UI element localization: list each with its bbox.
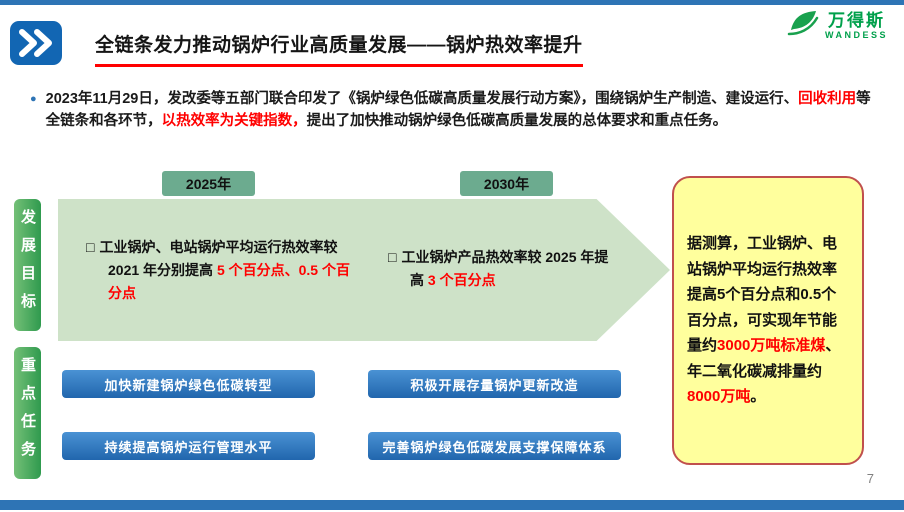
fast-forward-icon	[19, 29, 52, 57]
wandess-leaf-icon	[786, 8, 820, 43]
note-seg-5: 。	[750, 388, 766, 406]
goal-highlight: 5 个百分点、0.5 个百分点	[108, 262, 350, 302]
intro-paragraph: ● 2023年11月29日，发改委等五部门联合印发了《锅炉绿色低碳高质量发展行动…	[30, 88, 880, 133]
goal-text: 工业锅炉产品热效率较 2025 年提高	[401, 249, 609, 289]
checkbox-icon: □	[388, 249, 397, 265]
goal-item-2030: □工业锅炉产品热效率较 2025 年提高 3 个百分点	[388, 246, 616, 292]
top-divider	[0, 0, 904, 5]
brand-name: 万得斯 WANDESS	[825, 11, 888, 41]
summary-note-text: 据测算，工业锅炉、电站锅炉平均运行热效率提高5个百分点和0.5个百分点，可实现年…	[687, 231, 849, 410]
bullet-icon: ●	[30, 93, 37, 105]
task-pill-existing-boiler-upgrade: 积极开展存量锅炉更新改造	[368, 370, 621, 398]
page-title: 全链条发力推动锅炉行业高质量发展——锅炉热效率提升	[95, 30, 583, 67]
timeline-arrow-shape	[58, 199, 670, 341]
section-label-key-tasks: 重点任务	[14, 347, 41, 479]
note-seg-3: 、年二氧化碳减排量约	[687, 337, 841, 380]
page-number: 7	[866, 471, 874, 486]
chevrons-icon	[10, 21, 62, 65]
intro-seg-5: 提出了加快推动锅炉绿色低碳高质量发展的总体要求和重点任务。	[306, 113, 728, 130]
intro-text: 2023年11月29日，发改委等五部门联合印发了《锅炉绿色低碳高质量发展行动方案…	[46, 88, 880, 133]
note-seg-1: 据测算，工业锅炉、电站锅炉平均运行热效率提高5个百分点和0.5个百分点，可实现年…	[687, 235, 838, 355]
milestone-2025-badge: 2025年	[162, 171, 255, 196]
section-label-development-goals: 发展目标	[14, 199, 41, 331]
checkbox-icon: □	[86, 239, 95, 255]
brand-name-cn: 万得斯	[827, 10, 885, 30]
bottom-divider	[0, 500, 904, 510]
intro-seg-2-highlight: 回收利用	[798, 91, 857, 107]
task-pill-new-boiler-transition: 加快新建锅炉绿色低碳转型	[62, 370, 315, 398]
note-seg-4-highlight: 8000万吨	[687, 388, 751, 406]
intro-seg-3: 等全链条和各环节，	[45, 91, 871, 130]
page-title-text: 全链条发力推动锅炉行业高质量发展——锅炉热效率提升	[95, 30, 583, 67]
brand-logo: 万得斯 WANDESS	[786, 8, 888, 43]
goal-text: 工业锅炉、电站锅炉平均运行热效率较 2021 年分别提高	[99, 239, 338, 279]
intro-seg-4-highlight: 以热效率为关键指数，	[161, 113, 307, 130]
task-pill-operation-management: 持续提高锅炉运行管理水平	[62, 432, 315, 460]
milestone-2030-badge: 2030年	[460, 171, 553, 196]
brand-name-en: WANDESS	[824, 30, 888, 41]
goal-highlight: 3 个百分点	[427, 272, 496, 289]
summary-note-box: 据测算，工业锅炉、电站锅炉平均运行热效率提高5个百分点和0.5个百分点，可实现年…	[672, 176, 864, 465]
task-pill-support-system: 完善锅炉绿色低碳发展支撑保障体系	[368, 432, 621, 460]
intro-seg-1: 2023年11月29日，发改委等五部门联合印发了《锅炉绿色低碳高质量发展行动方案…	[45, 91, 799, 107]
note-seg-2-highlight: 3000万吨标准煤	[717, 337, 826, 355]
goal-item-2025: □工业锅炉、电站锅炉平均运行热效率较 2021 年分别提高 5 个百分点、0.5…	[86, 236, 356, 305]
